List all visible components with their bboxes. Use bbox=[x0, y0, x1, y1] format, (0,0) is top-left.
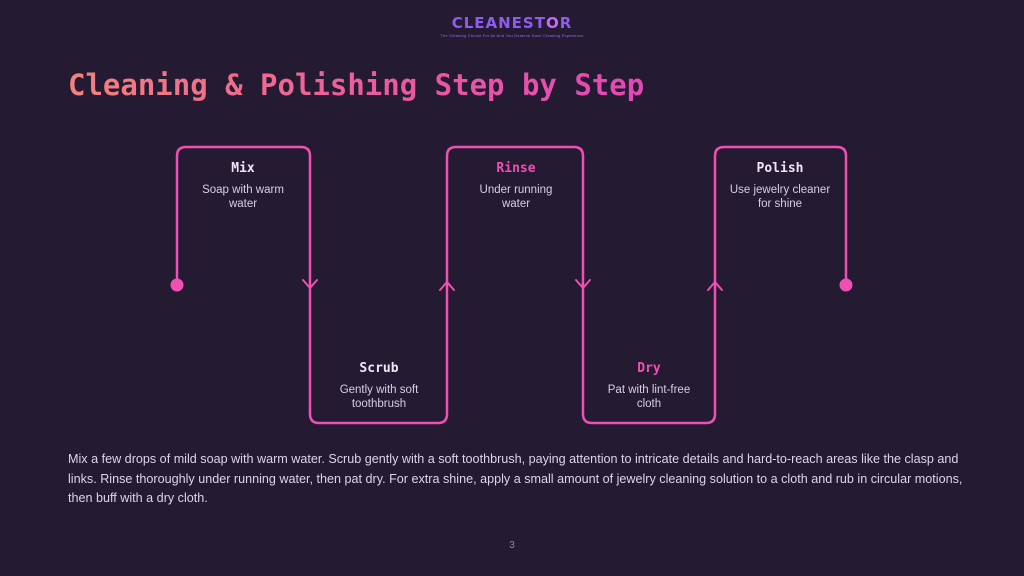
logo-wordmark: CLEANESTOR bbox=[451, 14, 573, 32]
end-dot-icon bbox=[839, 278, 853, 292]
step-dry: Dry Pat with lint-free cloth bbox=[584, 361, 714, 411]
arrow-down-icon bbox=[302, 279, 318, 289]
step-description: Soap with warm water bbox=[202, 184, 284, 210]
step-mix: Mix Soap with warm water bbox=[178, 161, 308, 211]
logo: CLEANESTOR The Cleaning Choice For All A… bbox=[0, 14, 1024, 38]
step-scrub: Scrub Gently with soft toothbrush bbox=[314, 361, 444, 411]
step-title: Scrub bbox=[359, 361, 399, 376]
step-title: Dry bbox=[637, 361, 661, 376]
step-rinse: Rinse Under running water bbox=[451, 161, 581, 211]
step-description: Use jewelry cleaner for shine bbox=[729, 184, 831, 210]
step-description: Under running water bbox=[479, 184, 553, 210]
arrow-up-icon bbox=[439, 281, 455, 291]
page-number: 3 bbox=[509, 540, 515, 551]
step-polish: Polish Use jewelry cleaner for shine bbox=[715, 161, 845, 211]
step-title: Mix bbox=[231, 161, 255, 176]
flow-path bbox=[175, 145, 848, 425]
step-description: Pat with lint-free cloth bbox=[607, 384, 691, 410]
logo-tagline: The Cleaning Choice For All And You Dese… bbox=[440, 33, 584, 38]
page-title: Cleaning & Polishing Step by Step bbox=[68, 68, 645, 102]
start-dot-icon bbox=[170, 278, 184, 292]
description-paragraph: Mix a few drops of mild soap with warm w… bbox=[68, 452, 963, 505]
step-title: Polish bbox=[756, 161, 804, 176]
arrow-down-icon bbox=[575, 279, 591, 289]
logo-o-icon: O bbox=[545, 14, 560, 32]
step-description: Gently with soft toothbrush bbox=[339, 384, 419, 410]
step-title: Rinse bbox=[496, 161, 536, 176]
arrow-up-icon bbox=[707, 281, 723, 291]
